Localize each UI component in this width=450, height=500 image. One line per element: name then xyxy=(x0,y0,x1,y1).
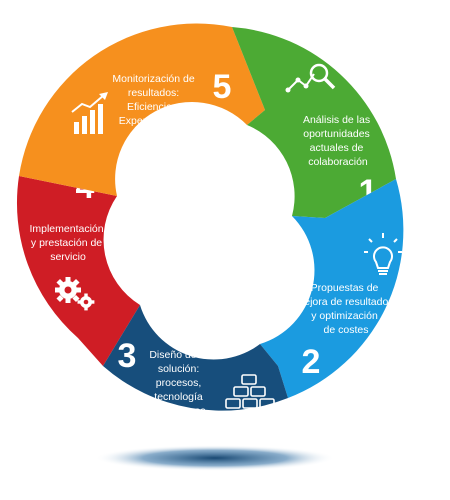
segment-2-number: 2 xyxy=(302,343,321,381)
segment-3: 3 Diseño de la solución: procesos, tecno… xyxy=(103,305,288,417)
segment-3-line: solución: xyxy=(158,363,199,375)
segment-5-shape xyxy=(19,23,265,196)
segment-5-line: Cliente xyxy=(139,129,172,141)
segment-2: 2 Propuestas de mejora de resultados y o… xyxy=(260,179,404,398)
segment-3-number: 3 xyxy=(118,337,137,375)
segment-3-label: Diseño de la solución: procesos, tecnolo… xyxy=(149,349,210,417)
lightbulb-icon xyxy=(364,233,402,275)
segment-1-line: Análisis de las xyxy=(303,114,370,126)
segment-4: 4 Implementación y prestación de servici… xyxy=(16,168,140,366)
segment-4-label: Implementación y prestación de servicio xyxy=(29,223,106,263)
segment-1-line: oportunidades xyxy=(303,128,370,140)
segment-2-line: de costes xyxy=(324,324,369,336)
segment-4-line: y prestación de xyxy=(31,237,102,249)
bar-chart-growth-icon xyxy=(71,92,108,134)
segment-5-line: Experiencia de xyxy=(119,115,189,127)
segment-2-shape xyxy=(260,179,404,398)
gears-icon xyxy=(55,277,95,311)
segment-3-line: Diseño de la xyxy=(149,349,208,361)
ring-shadow xyxy=(95,445,335,471)
segment-2-line: y optimización xyxy=(311,310,378,322)
segment-1-shape xyxy=(232,27,396,218)
segment-2-line: mejora de resultados xyxy=(296,296,394,308)
segment-5-line: resultados: xyxy=(128,87,179,99)
segment-5-line: Eficiencia y xyxy=(127,101,181,113)
segment-5-number: 5 xyxy=(213,68,232,106)
segment-1-label: Análisis de las oportunidades actuales d… xyxy=(303,114,373,168)
segment-1-line: colaboración xyxy=(308,156,368,168)
segment-1-line: actuales de xyxy=(310,142,364,154)
segment-5-line: Monitorización de xyxy=(112,73,194,85)
segment-3-line: procesos, xyxy=(156,377,202,389)
segment-2-label: Propuestas de mejora de resultados y opt… xyxy=(296,282,397,336)
segment-4-line: servicio xyxy=(50,251,86,263)
segment-5: 5 Monitorización de resultados: Eficienc… xyxy=(19,23,265,196)
segment-4-shape xyxy=(16,176,140,366)
segment-3-shape xyxy=(103,305,288,411)
center-circle xyxy=(137,165,291,319)
blocks-icon xyxy=(225,374,275,409)
segment-5-label: Monitorización de resultados: Eficiencia… xyxy=(112,73,197,141)
magnifier-analytics-icon xyxy=(285,63,336,93)
segment-3-line: tecnología xyxy=(154,391,203,403)
segment-3-line: y personas xyxy=(154,405,205,417)
segment-4-line: Implementación xyxy=(29,223,103,235)
segment-2-line: Propuestas de xyxy=(311,282,379,294)
